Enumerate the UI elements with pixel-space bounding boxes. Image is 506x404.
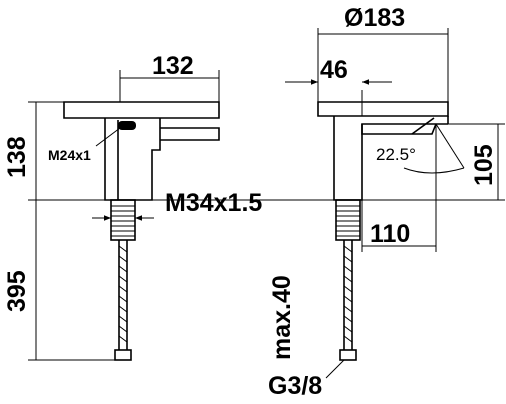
spout-outline: [361, 123, 437, 135]
front-view: Ø183 46 105 22.5° 110 max.40 G3/8: [268, 4, 505, 400]
aerator-mark: [118, 121, 136, 130]
dim-105-label: 105: [470, 144, 498, 186]
dim-46-ext: [317, 90, 363, 116]
dim-46-label: 46: [320, 56, 348, 84]
m34-label: M34x1.5: [165, 189, 262, 217]
dim-395-label: 395: [3, 270, 31, 312]
dim-132-label: 132: [152, 52, 194, 80]
faucet-body: [104, 118, 161, 201]
angle-label: 22.5°: [376, 145, 416, 164]
hose-braid: [118, 245, 128, 343]
dim-105-ext: [360, 123, 505, 201]
front-hose-braid: [343, 245, 353, 343]
front-top-plate: [317, 101, 449, 117]
dim-110-ext: [361, 124, 437, 252]
front-shank: [335, 199, 361, 241]
lever-stem: [160, 127, 220, 141]
front-hose-nut: [339, 349, 357, 361]
angle-ray: [435, 123, 465, 169]
dim-183-ext: [317, 28, 449, 102]
m24-label: M24x1: [48, 147, 91, 163]
front-shank-threads: [336, 205, 360, 237]
dim-110-label: 110: [370, 220, 410, 248]
m24-leader: [95, 127, 121, 147]
hose-nut: [114, 349, 132, 361]
lever-line: [411, 117, 435, 135]
g38-leader: [325, 359, 345, 379]
angle-arc: [403, 167, 465, 174]
dim-138-label: 138: [3, 136, 31, 178]
dim-395-ext: [28, 359, 115, 361]
g38-label: G3/8: [268, 372, 322, 400]
dim-183-label: Ø183: [344, 4, 405, 32]
shank-threads: [111, 205, 135, 237]
handle-plate: [63, 101, 220, 119]
dim-132-ext: [119, 70, 220, 102]
max-40-label: max.40: [268, 275, 296, 360]
